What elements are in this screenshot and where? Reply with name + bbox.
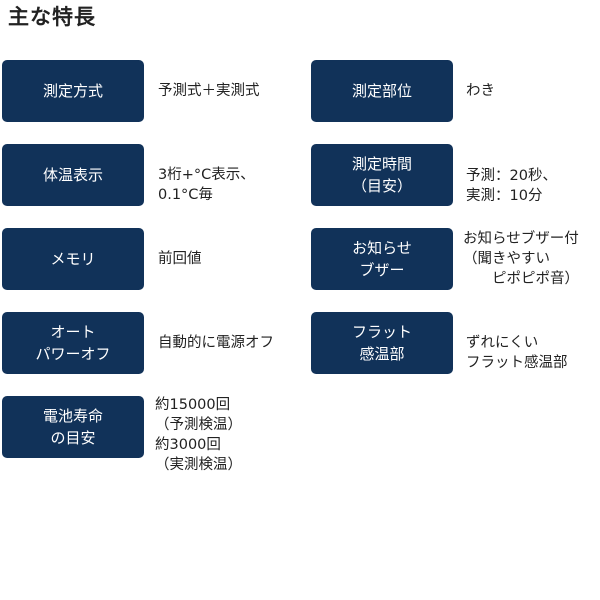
battery-label: 電池寿命 の目安 [2,396,144,458]
measure-time-value: 予測：20秒、 実測：10分 [466,168,557,204]
sensor-label: フラット 感温部 [311,312,453,374]
page-title: 主な特長 [8,5,96,29]
display-value: 3桁+°C表示、 0.1°C毎 [158,167,255,203]
measure-site-label: 測定部位 [311,60,453,122]
auto-off-label: オート パワーオフ [2,312,144,374]
measure-site-value: わき [466,83,495,99]
memory-label: メモリ [2,228,144,290]
auto-off-value: 自動的に電源オフ [158,335,274,351]
measure-method-value: 予測式＋実測式 [158,83,260,99]
buzzer-value: お知らせブザー付 （聞きやすい ピポピポ音） [463,231,579,287]
sensor-value: ずれにくい フラット感温部 [466,335,568,371]
battery-value: 約15000回 （予測検温） 約3000回 （実測検温） [155,397,242,473]
display-label: 体温表示 [2,144,144,206]
buzzer-label: お知らせ ブザー [311,228,453,290]
measure-method-label: 測定方式 [2,60,144,122]
memory-value: 前回値 [158,251,202,267]
measure-time-label: 測定時間 （目安） [311,144,453,206]
